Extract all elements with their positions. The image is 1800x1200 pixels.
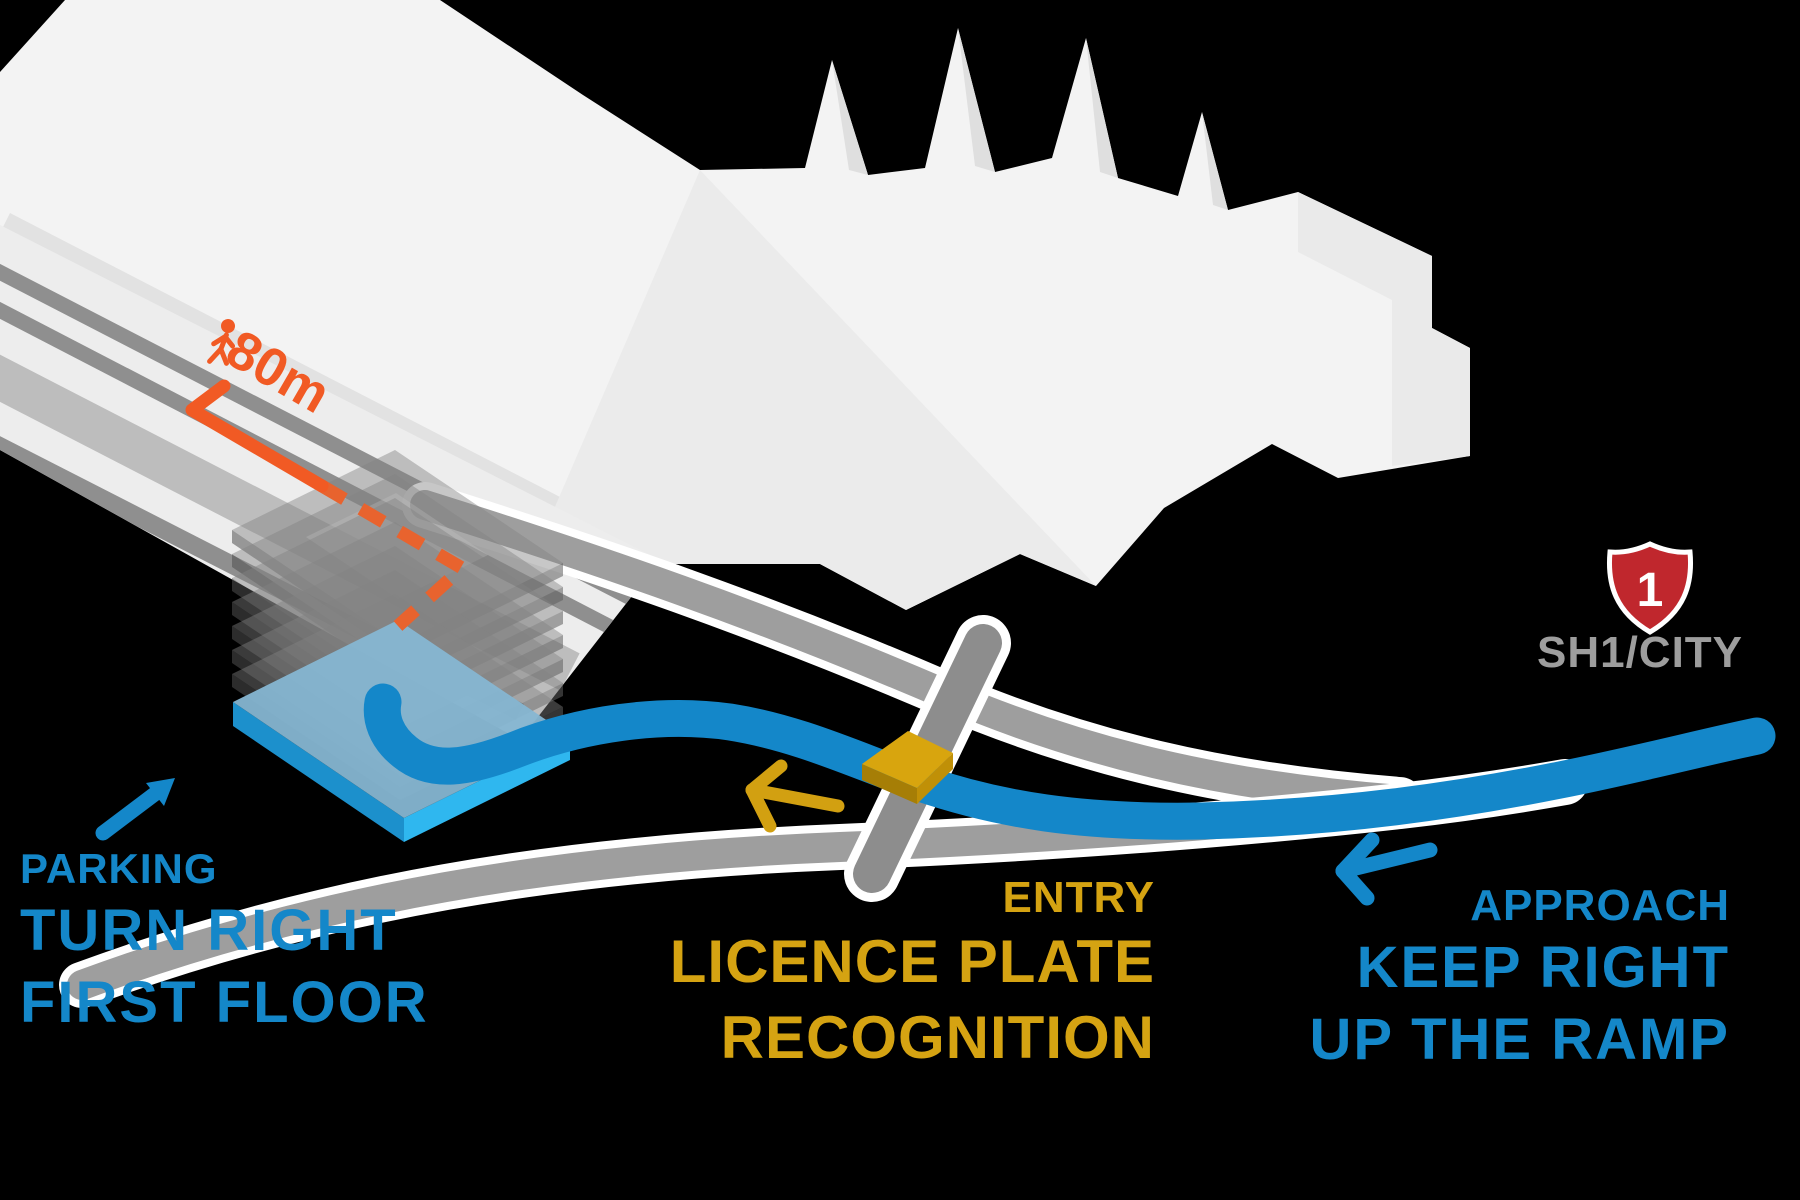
walking-person-icon: [207, 319, 236, 366]
arrow-left-icon-blue: [1335, 832, 1438, 906]
lane-band: [0, 349, 580, 691]
arrow-left-icon-gold: [745, 759, 845, 833]
parking-instructions: PARKING TURN RIGHT FIRST FLOOR: [20, 843, 429, 1039]
parking-eyebrow: PARKING: [20, 845, 218, 892]
entry-eyebrow: ENTRY: [1002, 873, 1155, 922]
approach-line1: KEEP RIGHT: [1356, 935, 1730, 1000]
approach-instructions: APPROACH KEEP RIGHT UP THE RAMP: [1309, 880, 1730, 1076]
parking-structure: [232, 450, 570, 842]
entry-line1: LICENCE PLATE: [669, 928, 1155, 995]
entry-gate-side: [862, 764, 917, 804]
nz-state-highway-shield-icon: 1: [1606, 541, 1694, 635]
approach-eyebrow: APPROACH: [1470, 881, 1730, 930]
parking-line2: FIRST FLOOR: [20, 970, 429, 1035]
terminal-roof-shading: [545, 170, 1096, 610]
arrow-up-right-icon: [95, 778, 175, 841]
terminal-wing-shading: [1298, 192, 1470, 466]
shield-number: 1: [1637, 564, 1664, 617]
highway-route-label: SH1/CITY: [1536, 628, 1744, 677]
entry-gate: [862, 731, 953, 804]
parking-line1: TURN RIGHT: [20, 898, 398, 963]
entry-line2: RECOGNITION: [720, 1004, 1155, 1071]
entry-gate-top: [862, 731, 953, 788]
first-floor-edge-left: [233, 702, 404, 842]
walking-route-solid: [185, 379, 329, 493]
walking-route-dashed: [318, 480, 469, 631]
walking-route: [185, 319, 469, 631]
entry-gate-front: [917, 753, 953, 804]
annotation-arrows: [95, 759, 1438, 906]
entry-instructions: ENTRY LICENCE PLATE RECOGNITION: [670, 872, 1155, 1076]
approach-line2: UP THE RAMP: [1309, 1007, 1730, 1072]
